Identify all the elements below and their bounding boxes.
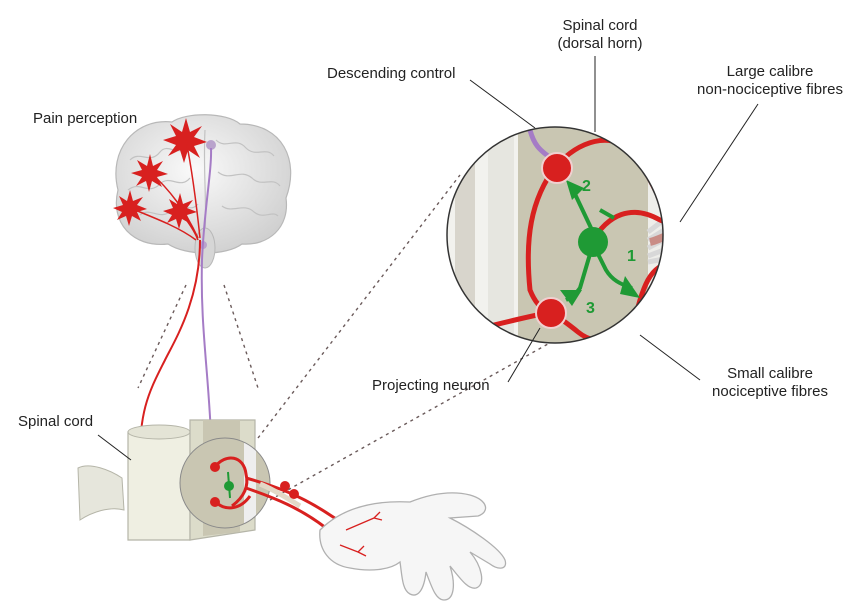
hand xyxy=(320,493,506,600)
interneuron-number-2: 2 xyxy=(582,178,591,196)
inhibitory-interneuron xyxy=(578,227,608,257)
dorsal-horn-inset xyxy=(440,100,700,350)
large-calibre-label-line2: non-nociceptive fibres xyxy=(680,81,860,99)
small-calibre-label-line1: Small calibre xyxy=(690,365,850,383)
descending-control-label: Descending control xyxy=(327,65,455,83)
large-calibre-label-line1: Large calibre xyxy=(680,63,860,81)
interneuron-number-3: 3 xyxy=(586,300,595,318)
interneuron-number-1: 1 xyxy=(627,248,636,266)
spinal-cord-dorsal-label-line2: (dorsal horn) xyxy=(548,35,652,53)
projecting-neuron-label: Projecting neuron xyxy=(372,377,490,395)
pain-perception-label: Pain perception xyxy=(33,110,137,128)
projecting-neuron-cell xyxy=(536,298,566,328)
spinal-cord-dorsal-label-line1: Spinal cord xyxy=(548,17,652,35)
small-calibre-label-line2: nociceptive fibres xyxy=(690,383,850,401)
inhibited-neuron xyxy=(542,153,572,183)
spinal-cord-label: Spinal cord xyxy=(18,413,93,431)
